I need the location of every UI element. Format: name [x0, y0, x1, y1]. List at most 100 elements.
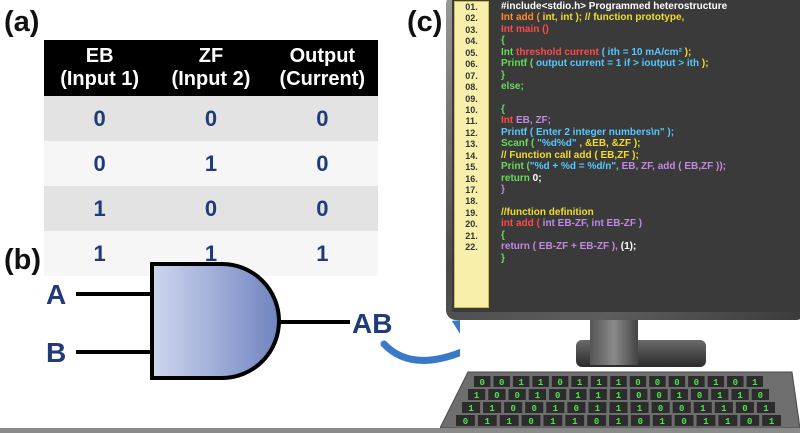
keyboard-key [609, 415, 628, 426]
line-number: 10. [465, 104, 478, 115]
line-number: 19. [465, 207, 478, 218]
code-token: th [689, 58, 700, 70]
keyboard-key [727, 376, 744, 387]
keyboard-key-label: 1 [474, 391, 480, 401]
line-number: 16. [465, 173, 478, 184]
keyboard-key-label: 1 [737, 391, 743, 401]
keyboard-key [630, 415, 650, 426]
code-line: //function definition [501, 207, 800, 218]
code-token: Int [501, 115, 516, 127]
keyboard-key [650, 389, 668, 400]
code-token: th [610, 46, 620, 58]
table-cell: 0 [266, 96, 378, 141]
keyboard-key [746, 376, 763, 387]
code-token: } [501, 252, 505, 264]
keyboard-key-label: 1 [763, 404, 769, 414]
line-number: 08. [465, 82, 478, 93]
code-line: Int EB, ZF; [501, 115, 800, 126]
table-cell: 0 [266, 186, 378, 231]
code-line: int add ( int EB-ZF, int EB-ZF ) [501, 218, 800, 229]
code-token: EB, ZF; [516, 115, 551, 127]
keyboard-key [508, 389, 526, 400]
code-token: output current = 1 if > i [536, 58, 645, 70]
keyboard-key-label: 1 [575, 391, 581, 401]
keyboard-key [551, 376, 569, 387]
code-line: { [501, 104, 800, 115]
keyboard-key [504, 402, 523, 413]
keyboard-key [477, 415, 497, 426]
code-token: = 10 mA/cm² [619, 46, 682, 58]
keyboard-key-label: 1 [713, 378, 719, 388]
keyboard-key-label: 0 [555, 391, 560, 401]
keyboard-key [610, 376, 627, 387]
table-row: 1 0 0 [44, 186, 378, 231]
keyboard-key-label: 1 [596, 378, 602, 388]
code-line: } [501, 70, 800, 81]
keyboard-key [718, 415, 738, 426]
keyboard-key [528, 389, 547, 400]
header-eb: EB(Input 1) [44, 40, 156, 96]
keyboard-key [569, 389, 587, 400]
keyboard-key-label: 1 [616, 404, 622, 414]
keyboard-key [587, 415, 607, 426]
code-line: Printf ( Enter 2 integer numbers\n" ); [501, 127, 800, 138]
line-number: 03. [465, 24, 478, 35]
truth-table: EB(Input 1) ZF(Input 2) Output(Current) … [44, 40, 378, 276]
keyboard-key [649, 376, 666, 387]
keyboard-key-label: 1 [572, 417, 578, 427]
code-line: Int main () [501, 24, 800, 35]
keyboard-key-label: 0 [574, 404, 579, 414]
code-token: Printf ( [501, 126, 536, 138]
code-token: else; [501, 81, 524, 93]
line-number: 22. [465, 242, 478, 253]
keyboard-key-label: 0 [733, 378, 738, 388]
code-line: Int add ( int, int ); // function protot… [501, 12, 800, 23]
code-line: Int threshold current ( ith = 10 mA/cm² … [501, 47, 800, 58]
keyboard-key [762, 415, 781, 426]
code-token: EB, ZF, add ( EB,ZF )); [621, 161, 727, 173]
code-token: "%d + %d = %d/n", [529, 161, 622, 173]
keyboard-key [532, 376, 549, 387]
keyboard-key-label: 0 [679, 404, 684, 414]
keyboard-key [609, 402, 628, 413]
keyboard-key-label: 0 [480, 378, 485, 388]
keyboard-key-label: 1 [468, 404, 474, 414]
keyboard-key-label: 1 [550, 417, 556, 427]
line-number: 17. [465, 185, 478, 195]
keyboard-key [693, 402, 712, 413]
code-line: Print ("%d + %d = %d/n", EB, ZF, add ( E… [501, 161, 800, 172]
code-token: { [501, 229, 505, 241]
header-zf: ZF(Input 2) [155, 40, 267, 96]
line-number: 09. [465, 93, 478, 104]
keyboard-key [751, 389, 769, 400]
keyboard-key-label: 0 [514, 391, 519, 401]
code-line: #include<stdio.h> Programmed heterostruc… [501, 1, 800, 12]
code-token: Enter 2 integer numbers\n" ); [536, 126, 675, 138]
keyboard-key [512, 376, 530, 387]
keyboard-key [696, 415, 716, 426]
keyboard-key-label: 1 [616, 417, 622, 427]
keyboard-key [571, 376, 588, 387]
keyboard-key-label: 1 [725, 417, 731, 427]
flow-arrow [380, 313, 460, 381]
keyboard-key-label: 0 [636, 391, 641, 401]
panel-label-a: (a) [4, 6, 40, 38]
keyboard-key [756, 402, 775, 413]
keyboard-key [670, 389, 688, 400]
table-cell: 1 [155, 141, 267, 186]
code-token: // Function call add ( EB,ZF ); [501, 149, 639, 161]
code-token: { [501, 35, 505, 47]
code-token: threshold current [516, 46, 599, 58]
keyboard-key [499, 415, 519, 426]
code-token: Int add ( [501, 12, 543, 24]
keyboard-key-label: 1 [485, 417, 491, 427]
keyboard-key-label: 0 [532, 404, 537, 414]
keyboard-key [651, 402, 670, 413]
keyboard-key-label: 0 [656, 391, 661, 401]
keyboard-key-label: 1 [616, 378, 622, 388]
table-cell: 1 [44, 186, 156, 231]
code-token: > i [675, 58, 690, 70]
table-cell: 1 [266, 231, 378, 276]
